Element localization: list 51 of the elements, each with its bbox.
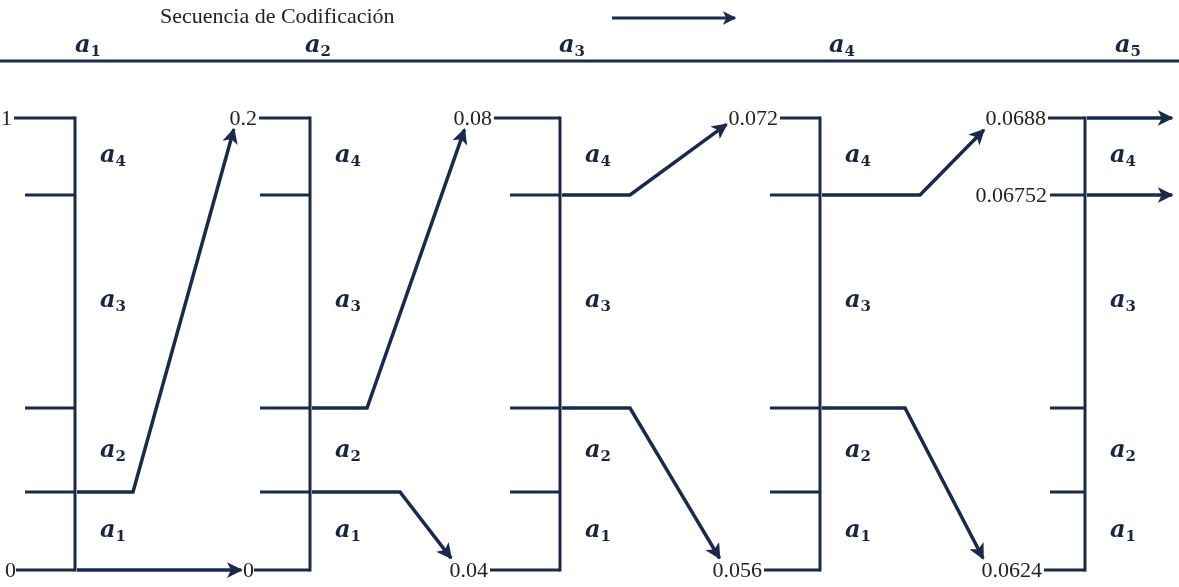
symbol-label: a$_{1}$ <box>845 516 871 544</box>
symbol-label: a$_{4}$ <box>585 141 611 169</box>
symbol-label: a$_{5}$ <box>1115 31 1141 59</box>
interval-scale <box>1050 116 1087 572</box>
symbol-label: a$_{2}$ <box>585 436 611 464</box>
symbol-label: a$_{3}$ <box>100 286 126 314</box>
symbol-label: a$_{2}$ <box>100 436 126 464</box>
arrow <box>1087 187 1174 203</box>
symbol-label: a$_{4}$ <box>1110 141 1136 169</box>
symbol-label: a$_{3}$ <box>335 286 361 314</box>
bound-value: 0.04 <box>449 559 488 581</box>
bound-value: 0.08 <box>453 107 492 129</box>
arrow <box>1087 110 1174 126</box>
arrow <box>312 490 453 560</box>
interval-scale <box>260 116 312 572</box>
interval-scale <box>510 116 562 572</box>
symbol-label: a$_{4}$ <box>829 31 855 59</box>
symbol-label: a$_{2}$ <box>845 436 871 464</box>
symbol-label: a$_{4}$ <box>335 141 361 169</box>
bound-value: 0.0624 <box>981 559 1042 581</box>
bound-value: 0.2 <box>229 107 257 129</box>
symbol-label: a$_{3}$ <box>845 286 871 314</box>
arrow <box>562 406 722 560</box>
symbol-label: a$_{4}$ <box>845 141 871 169</box>
bound-value: 0.06752 <box>975 184 1047 206</box>
bound-value: 0.056 <box>712 559 762 581</box>
symbol-label: a$_{1}$ <box>75 31 101 59</box>
symbol-label: a$_{1}$ <box>100 516 126 544</box>
arrow <box>312 128 468 410</box>
symbol-label: a$_{1}$ <box>1110 516 1136 544</box>
symbol-label: a$_{2}$ <box>1110 436 1136 464</box>
heading: Secuencia de Codificación <box>160 4 395 29</box>
arrow <box>562 122 728 197</box>
symbol-label: a$_{1}$ <box>335 516 361 544</box>
interval-scale <box>25 116 77 572</box>
bound-value: 0.072 <box>728 107 778 129</box>
arrow <box>77 127 238 494</box>
bound-value: 1 <box>1 107 12 129</box>
symbol-label: a$_{4}$ <box>100 141 126 169</box>
arrow <box>77 562 243 578</box>
symbol-label: a$_{2}$ <box>305 31 331 59</box>
arrow <box>822 128 986 197</box>
bound-value: 0 <box>243 559 254 581</box>
arrow <box>822 406 985 560</box>
symbol-label: a$_{1}$ <box>585 516 611 544</box>
symbol-label: a$_{3}$ <box>559 31 585 59</box>
symbol-label: a$_{2}$ <box>335 436 361 464</box>
symbol-label: a$_{3}$ <box>585 286 611 314</box>
symbol-label: a$_{3}$ <box>1110 286 1136 314</box>
bound-value: 0.0688 <box>985 107 1046 129</box>
bound-value: 0 <box>5 559 16 581</box>
